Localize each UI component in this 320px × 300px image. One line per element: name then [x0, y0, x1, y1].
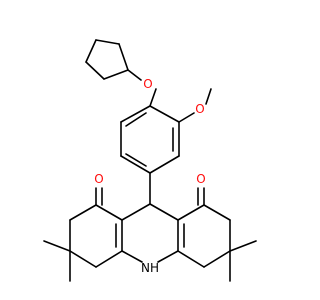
- nitrogen-amine-label: NH: [141, 261, 159, 275]
- oxygen-ketone-left-label: O: [94, 172, 103, 186]
- ether-linkage: [127, 69, 157, 107]
- atom-label-amine-n: NH: [141, 261, 159, 275]
- right-gem-dimethyl: [229, 240, 257, 282]
- atom-label-ketone-right-o: O: [196, 172, 205, 186]
- central-methine: [121, 172, 179, 221]
- dihydropyridine-bonds: [121, 250, 179, 263]
- right-ketone: [197, 187, 205, 206]
- left-gem-dimethyl: [43, 240, 71, 282]
- right-cyclohexenone-ring: [177, 204, 231, 268]
- oxygen-methoxy-label: O: [195, 102, 204, 116]
- left-cyclohexenone-ring: [69, 204, 123, 268]
- benzene-ring: [120, 105, 180, 174]
- methoxy-group: [178, 88, 212, 123]
- chemical-structure: O O O O NH: [43, 39, 257, 282]
- oxygen-ether-label: O: [143, 77, 152, 91]
- oxygen-ketone-right-label: O: [196, 172, 205, 186]
- left-ketone: [95, 187, 103, 206]
- atom-label-ketone-left-o: O: [94, 172, 103, 186]
- atom-label-ether-o: O: [143, 77, 152, 91]
- atom-label-methoxy-o: O: [195, 102, 204, 116]
- cyclopentyl-ring: [85, 39, 129, 80]
